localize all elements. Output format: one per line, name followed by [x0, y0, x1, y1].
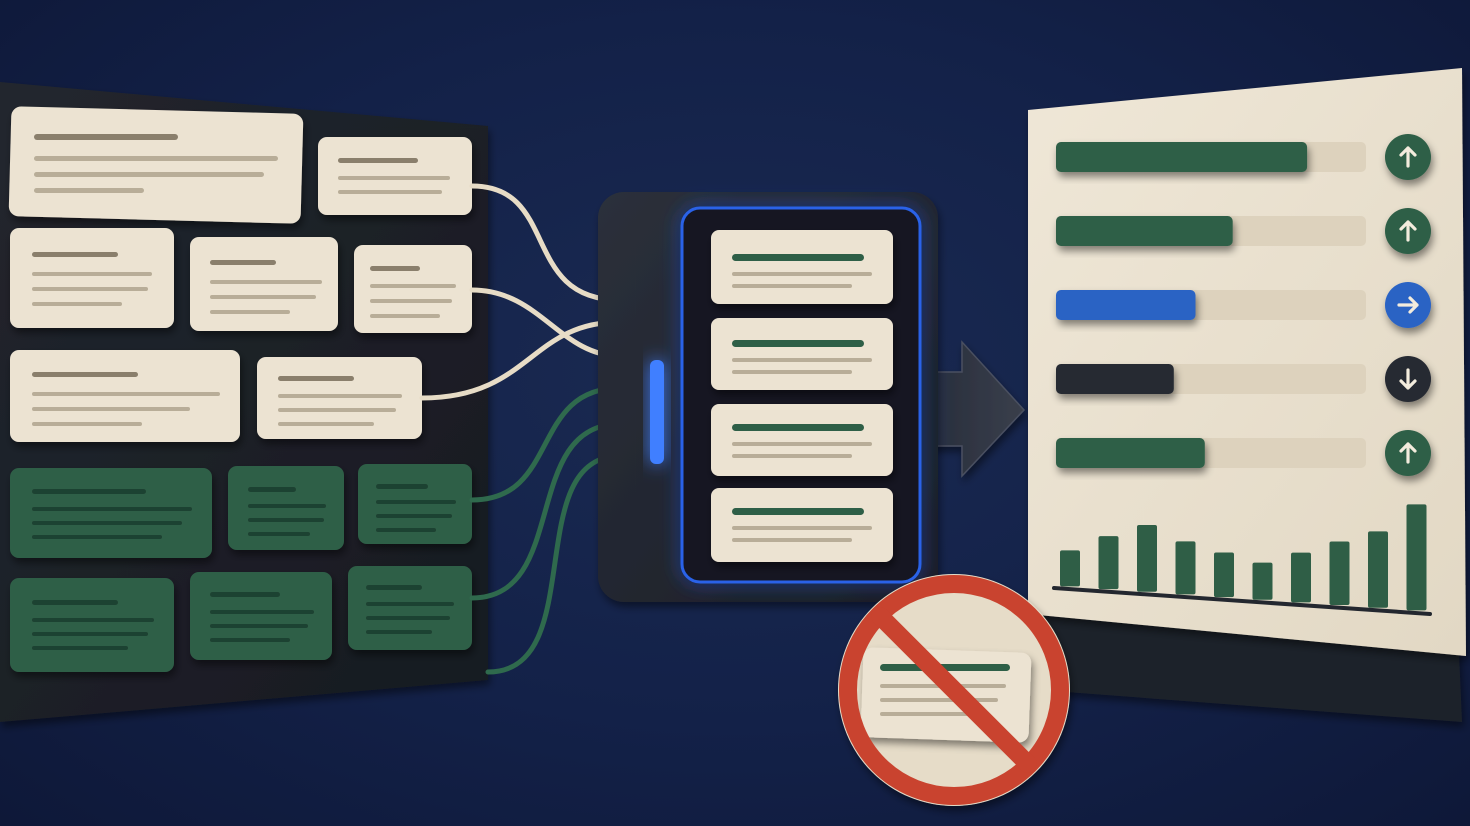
meter-fill — [1056, 142, 1308, 172]
result-panel — [1028, 68, 1466, 722]
rejected-badge — [838, 574, 1070, 806]
arrow-up-icon — [1385, 134, 1431, 180]
green-card — [10, 578, 174, 672]
meter-fill — [1056, 364, 1174, 394]
chart-bar — [1175, 541, 1196, 595]
arrow-up-icon — [1385, 430, 1431, 476]
meter-row — [1056, 134, 1431, 180]
meter-fill — [1056, 216, 1233, 246]
chart-bar — [1252, 562, 1273, 600]
kept-item-card — [711, 488, 893, 562]
cable-green — [469, 421, 623, 601]
status-light — [650, 360, 664, 464]
cream-card — [318, 137, 472, 215]
arrow-down-icon — [1385, 356, 1431, 402]
arrow-right-icon — [1385, 282, 1431, 328]
meter-fill — [1056, 290, 1196, 320]
chart-bar — [1368, 531, 1388, 608]
rejected-item-card — [860, 647, 1032, 743]
filter-device — [598, 192, 938, 602]
cream-card — [257, 357, 422, 439]
source-board — [0, 82, 488, 722]
cream-card — [354, 245, 472, 333]
cable-green — [485, 453, 623, 675]
chart-bar — [1291, 552, 1311, 603]
prohibited-icon — [839, 575, 1069, 805]
cream-card — [10, 228, 174, 328]
cable-green — [469, 385, 623, 503]
green-card — [190, 572, 332, 660]
kept-item-card — [711, 404, 893, 476]
cable-cream — [469, 183, 623, 303]
meter-fill — [1056, 438, 1205, 468]
chart-bar — [1098, 536, 1119, 590]
chart-baseline — [1052, 586, 1432, 616]
green-card — [10, 468, 212, 558]
cream-card — [8, 106, 304, 224]
green-card — [358, 464, 472, 544]
meter-list — [1056, 134, 1431, 476]
meter-row — [1056, 356, 1431, 402]
meter-row — [1056, 430, 1431, 476]
chart-bar — [1406, 504, 1427, 611]
meter-row — [1056, 282, 1431, 328]
kept-item-card — [711, 318, 893, 390]
result-panel-board — [1028, 68, 1466, 656]
kept-item-card — [711, 230, 893, 304]
green-card — [228, 466, 344, 550]
arrow-up-icon — [1385, 208, 1431, 254]
cream-card — [190, 237, 338, 331]
chart-bar — [1214, 552, 1234, 598]
meter-row — [1056, 208, 1431, 254]
cream-card — [10, 350, 240, 442]
cable-cream — [419, 319, 623, 401]
chart-bar — [1060, 550, 1080, 587]
mini-bar-chart — [1052, 504, 1432, 616]
chart-bar — [1137, 524, 1157, 592]
chart-bar — [1329, 541, 1350, 606]
green-card — [348, 566, 472, 650]
